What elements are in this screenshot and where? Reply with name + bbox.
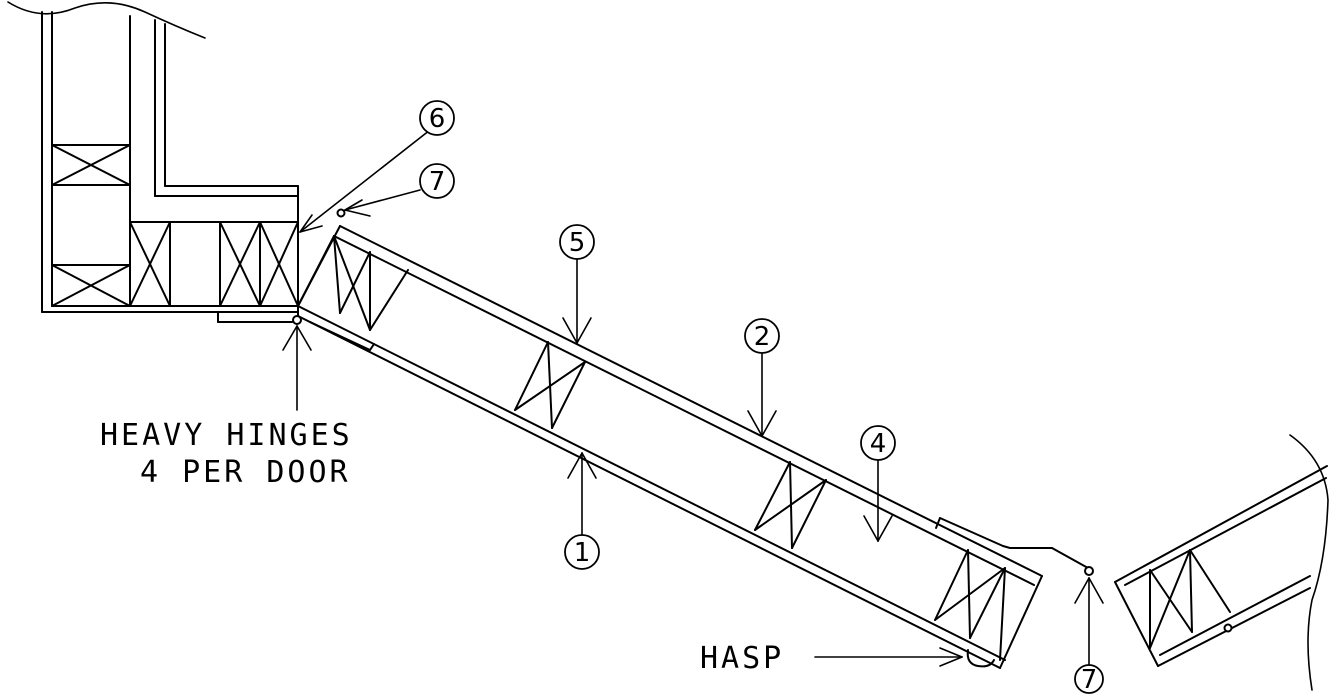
leader-hinges <box>282 325 312 411</box>
header-blocking-left <box>129 221 171 307</box>
door-blocking-free-end <box>934 549 1006 661</box>
callout-7-top: 7 <box>419 163 455 199</box>
leader-1 <box>567 452 597 536</box>
svg-text:7: 7 <box>429 167 446 197</box>
svg-text:5: 5 <box>569 228 586 258</box>
hinges-label-line1: HEAVY HINGES <box>100 418 353 453</box>
door-blocking-middle-2 <box>754 461 827 549</box>
hinge-pin <box>292 315 302 325</box>
leader-5 <box>562 257 592 344</box>
svg-text:1: 1 <box>574 538 591 568</box>
svg-text:6: 6 <box>429 104 446 134</box>
door-blocking-middle-1 <box>514 341 586 429</box>
svg-text:7: 7 <box>1081 665 1098 695</box>
door-blocking-hinge-end <box>333 235 409 331</box>
callout-4: 4 <box>860 425 896 461</box>
adjacent-door-panel <box>1114 434 1329 691</box>
wall-blocking-lower <box>51 264 131 307</box>
leader-hasp <box>814 647 963 667</box>
svg-text:2: 2 <box>754 322 771 352</box>
callout-5: 5 <box>559 224 595 260</box>
hasp-label: HASP <box>700 641 784 676</box>
leader-4 <box>863 458 893 542</box>
callout-7-bottom: 7 <box>1074 664 1104 695</box>
wall-blocking-upper <box>51 144 131 186</box>
header-blocking-right <box>219 221 299 307</box>
staple-hasp <box>1084 566 1094 576</box>
hasp-loop <box>966 649 995 668</box>
leader-7-top <box>344 189 421 217</box>
callout-2: 2 <box>744 318 780 354</box>
callout-6: 6 <box>419 100 455 136</box>
hinges-label-line2: 4 PER DOOR <box>140 455 351 490</box>
staple-top-hinge <box>336 208 346 218</box>
leader-7-bottom <box>1074 577 1104 666</box>
callout-1: 1 <box>564 534 600 570</box>
door-panel <box>297 225 1089 669</box>
leader-6 <box>299 129 431 233</box>
leader-2 <box>747 351 777 437</box>
svg-text:4: 4 <box>870 429 887 459</box>
